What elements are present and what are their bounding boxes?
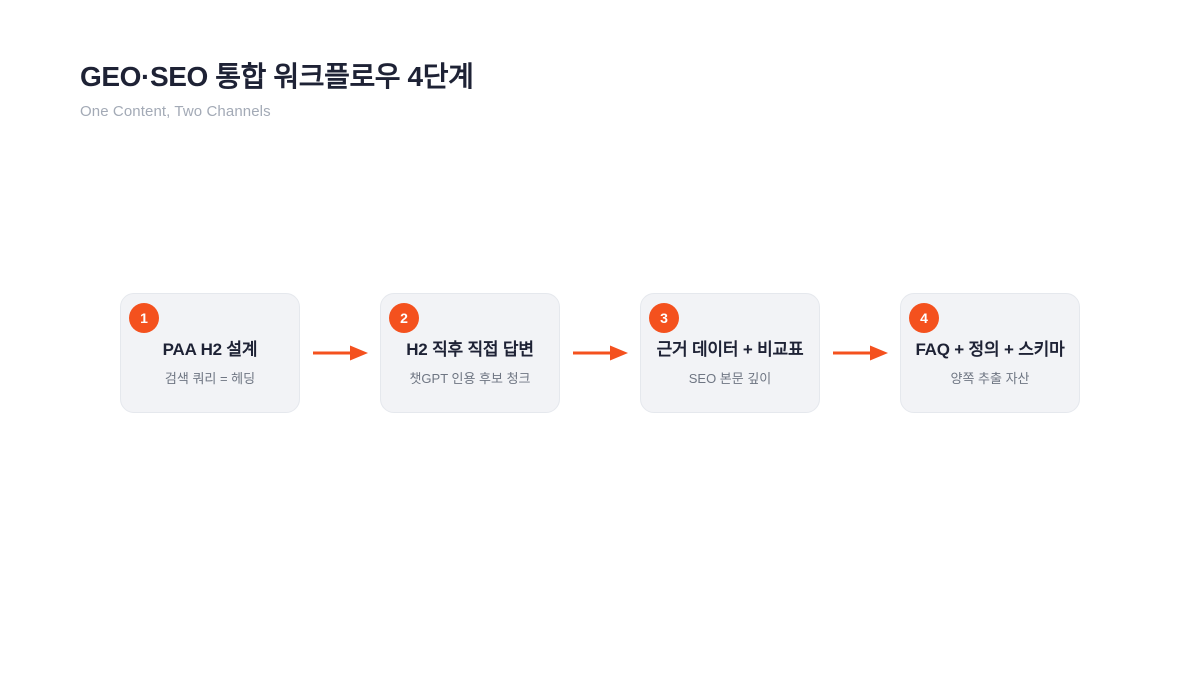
step-subtitle: 양쪽 추출 자산 (950, 371, 1030, 387)
step-card-1: 1 PAA H2 설계 검색 쿼리 = 헤딩 (120, 293, 300, 413)
step-number-badge: 4 (909, 303, 939, 333)
step-card-3: 3 근거 데이터 + 비교표 SEO 본문 깊이 (640, 293, 820, 413)
arrow-right-icon (820, 293, 900, 413)
step-card-4: 4 FAQ + 정의 + 스키마 양쪽 추출 자산 (900, 293, 1080, 413)
step-number-badge: 1 (129, 303, 159, 333)
step-number-badge: 3 (649, 303, 679, 333)
step-title: PAA H2 설계 (162, 340, 258, 359)
arrow-right-icon (560, 293, 640, 413)
header: GEO·SEO 통합 워크플로우 4단계 One Content, Two Ch… (80, 60, 474, 120)
step-number-badge: 2 (389, 303, 419, 333)
step-title: FAQ + 정의 + 스키마 (915, 340, 1065, 359)
step-title: H2 직후 직접 답변 (406, 340, 534, 359)
page-title: GEO·SEO 통합 워크플로우 4단계 (80, 61, 474, 92)
arrow-right-icon (300, 293, 380, 413)
workflow-steps: 1 PAA H2 설계 검색 쿼리 = 헤딩 2 H2 직후 직접 답변 챗GP… (120, 293, 1080, 413)
step-title: 근거 데이터 + 비교표 (656, 340, 804, 359)
page-subtitle: One Content, Two Channels (80, 102, 271, 120)
step-subtitle: 챗GPT 인용 후보 청크 (409, 371, 531, 387)
step-subtitle: 검색 쿼리 = 헤딩 (164, 371, 256, 387)
step-card-2: 2 H2 직후 직접 답변 챗GPT 인용 후보 청크 (380, 293, 560, 413)
step-subtitle: SEO 본문 깊이 (688, 371, 772, 387)
